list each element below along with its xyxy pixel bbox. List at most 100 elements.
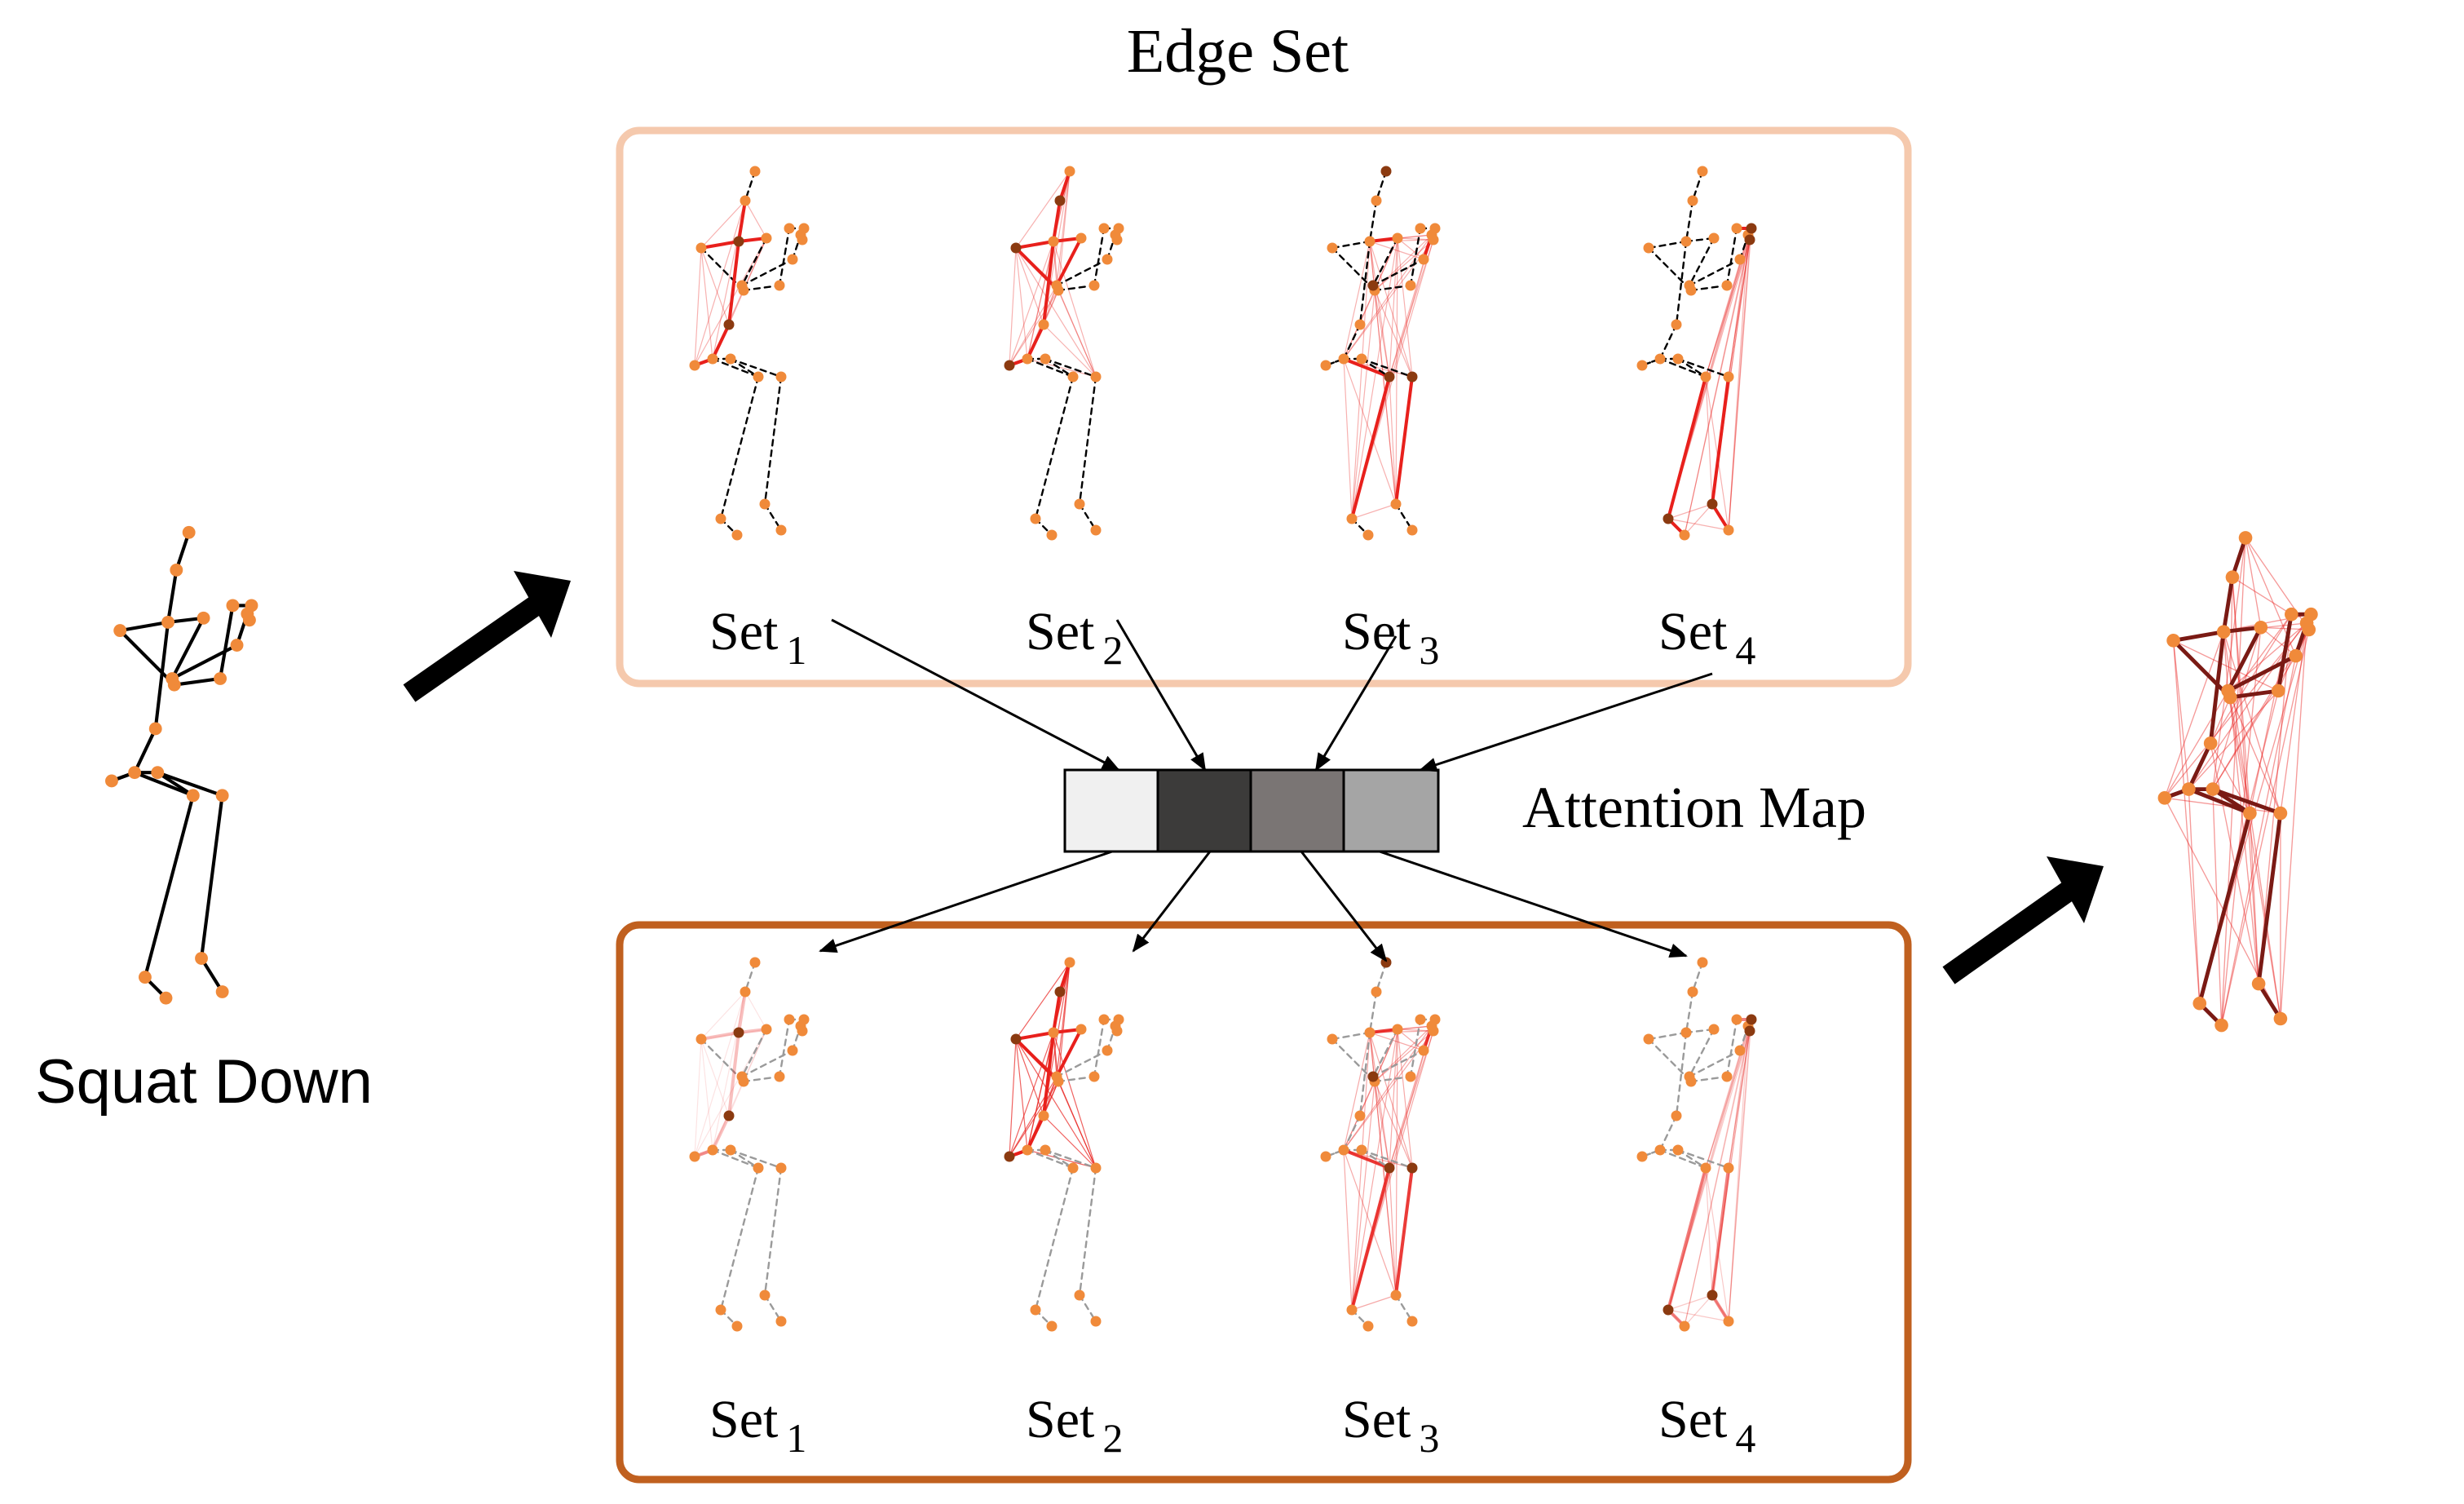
- joint-dot-dark: [1004, 360, 1015, 371]
- attention-edge: [1015, 962, 1071, 1040]
- inactive-bone: [1689, 284, 1729, 292]
- joint-dot: [1346, 513, 1358, 524]
- joint-dot: [1111, 234, 1123, 246]
- attention-edge: [1351, 237, 1398, 520]
- joint-dot: [731, 529, 743, 541]
- attention-edge: [1343, 241, 1371, 360]
- skeleton-bone: [2230, 535, 2248, 580]
- joint-dot-dark: [1746, 223, 1757, 234]
- skeleton-bone: [2228, 688, 2281, 700]
- inactive-bone: [1647, 246, 1693, 292]
- inactive-bone: [1371, 1028, 1399, 1078]
- attention-edge: [1369, 241, 1390, 378]
- joint-dot-dark: [733, 236, 744, 247]
- joint-dot: [1048, 1027, 1059, 1038]
- joint-dot: [151, 766, 165, 780]
- active-bone: [1014, 246, 1060, 292]
- attention-edge: [1015, 247, 1028, 360]
- inactive-bone: [1676, 357, 1707, 378]
- joint-dot: [740, 195, 751, 206]
- attention-edge: [1705, 1167, 1713, 1296]
- active-bone: [1014, 1037, 1060, 1083]
- attention-edge: [1369, 241, 1424, 260]
- inactive-bone: [742, 1075, 781, 1083]
- attention-edge: [1343, 358, 1353, 520]
- attention-edge: [1397, 1028, 1424, 1051]
- joint-dot: [1067, 1162, 1079, 1174]
- attention-edge: [2164, 797, 2281, 814]
- joint-dot: [1697, 957, 1708, 968]
- joint-dot: [159, 991, 173, 1005]
- attention-edge: [1667, 518, 1729, 531]
- inactive-bone: [1078, 1166, 1097, 1297]
- inactive-bone: [1373, 284, 1412, 292]
- attention-edge: [1027, 358, 1097, 378]
- joint-dot: [1731, 223, 1742, 234]
- big-arrow-left: [403, 571, 571, 702]
- attention-edge: [694, 1038, 702, 1157]
- joint-dot: [1327, 1033, 1338, 1045]
- attention-edge: [1056, 285, 1097, 378]
- joint-dot: [1088, 280, 1100, 291]
- joint-dot: [1051, 1071, 1062, 1082]
- skeleton-bone: [156, 771, 195, 798]
- joint-dot: [1700, 371, 1711, 383]
- joint-dot: [230, 639, 244, 652]
- attention-edge: [1343, 1149, 1353, 1311]
- skeleton-bone: [2256, 981, 2283, 1021]
- joint-dot: [1371, 195, 1382, 206]
- inactive-bone: [1342, 1114, 1362, 1152]
- joint-dot: [775, 524, 787, 536]
- attention-edge: [700, 200, 746, 249]
- joint-dot: [707, 353, 718, 365]
- joint-dot-dark: [1380, 957, 1392, 968]
- joint-dot: [1090, 371, 1102, 383]
- joint-dot: [1022, 353, 1033, 365]
- attention-edge: [2232, 576, 2259, 984]
- skeleton-bone: [2197, 811, 2252, 1006]
- joint-dot: [740, 986, 751, 998]
- attention-edge: [1351, 1028, 1398, 1311]
- joint-dot: [1418, 254, 1429, 265]
- joint-dot-dark: [1380, 166, 1392, 177]
- joint-dot-dark: [1744, 234, 1755, 246]
- joint-dot: [1356, 353, 1367, 365]
- inactive-bone: [711, 357, 760, 378]
- joint-dot: [759, 498, 771, 510]
- joint-dot: [784, 1014, 795, 1025]
- joint-dot: [1415, 1014, 1426, 1025]
- inactive-bone: [740, 237, 768, 287]
- joint-dot: [1327, 242, 1338, 254]
- joint-dot: [1697, 166, 1708, 177]
- skeleton-panel-1: [689, 957, 810, 1332]
- joint-dot: [2225, 570, 2240, 584]
- connector-arrow: [1419, 672, 1713, 772]
- active-bone: [1042, 240, 1055, 326]
- joint-dot: [798, 1014, 810, 1025]
- active-bone: [1394, 1166, 1414, 1297]
- skeleton-panel-1: [689, 166, 810, 541]
- skeleton-bone: [199, 794, 224, 961]
- joint-dot-dark: [1663, 1304, 1674, 1316]
- inactive-bone: [1688, 1049, 1742, 1078]
- inactive-bone: [1688, 237, 1716, 287]
- joint-dot: [1415, 223, 1426, 234]
- inactive-bone: [1658, 357, 1707, 378]
- skeleton-panel-3: [1320, 166, 1441, 541]
- joint-dot: [1390, 1289, 1402, 1301]
- attention-edge: [1728, 239, 1751, 378]
- attention-edge: [1027, 1149, 1097, 1169]
- joint-dot: [1405, 1071, 1416, 1082]
- skeleton-bone: [2221, 575, 2235, 635]
- joint-dot: [1731, 1014, 1742, 1025]
- joint-dot: [1405, 280, 1416, 291]
- active-bone: [1014, 240, 1055, 250]
- active-bone: [737, 199, 747, 243]
- inactive-bone: [1360, 1148, 1414, 1170]
- attention-edge: [694, 991, 746, 1157]
- attention-cell-4: [1342, 768, 1440, 853]
- attention-edge: [2172, 639, 2201, 1004]
- attention-edge: [1374, 1025, 1433, 1082]
